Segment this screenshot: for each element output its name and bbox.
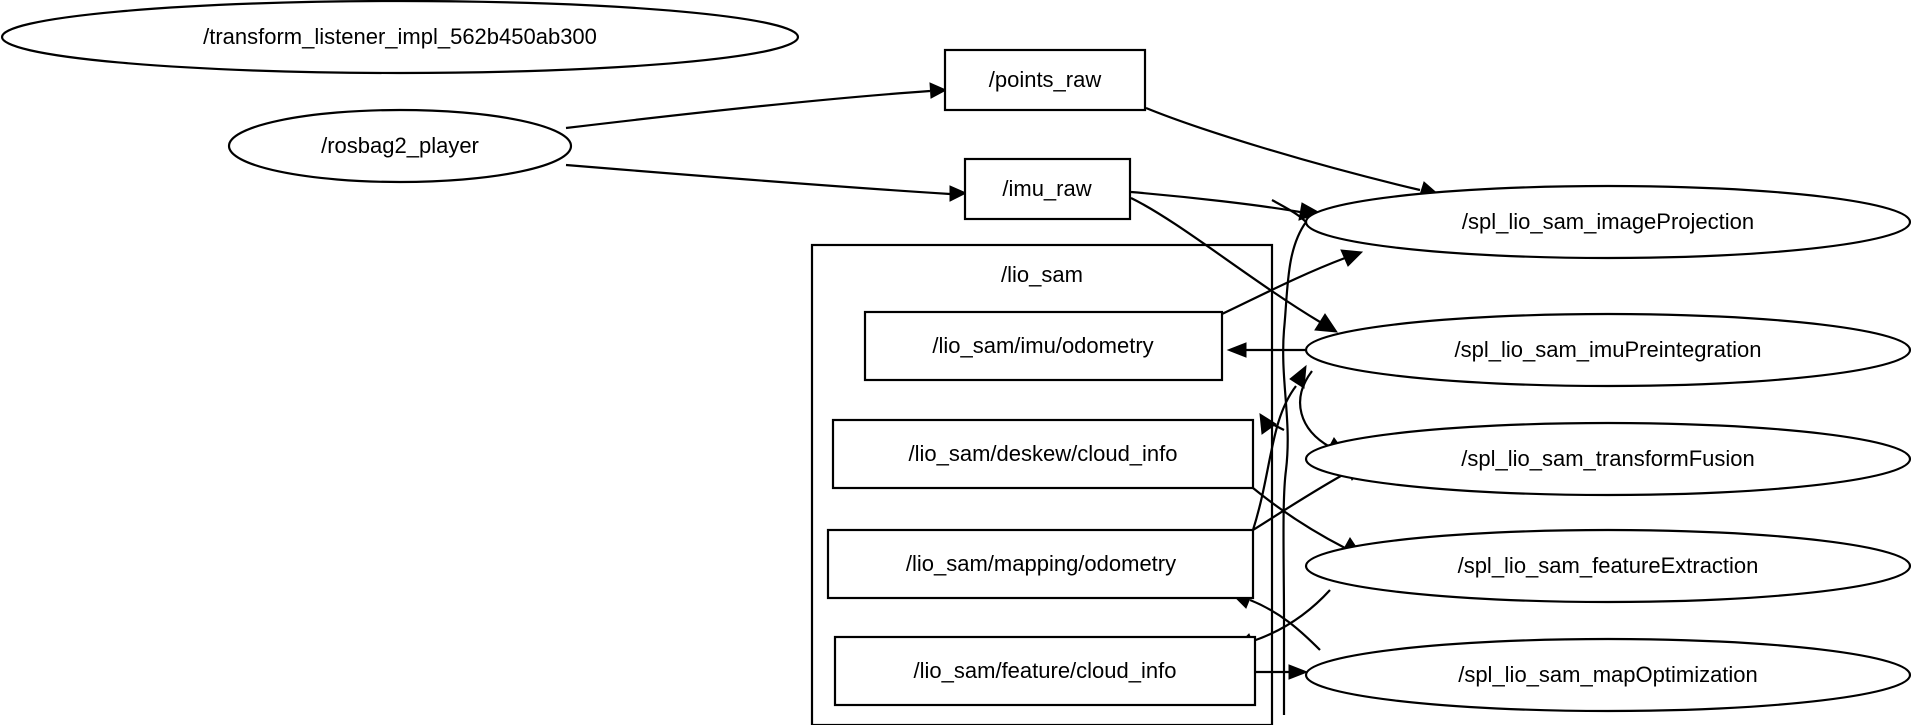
topic-lio-sam-feature-cloud-info-box[interactable]: [833, 635, 1257, 707]
node-spl-lio-sam-map-optimization[interactable]: /spl_lio_sam_mapOptimization: [1304, 637, 1911, 713]
topic-points-raw-box[interactable]: [943, 48, 1147, 112]
topic-lio-sam-deskew-cloud-info-box[interactable]: [831, 418, 1255, 490]
node-spl-lio-sam-transform-fusion[interactable]: /spl_lio_sam_transformFusion: [1304, 421, 1911, 497]
topic-lio-sam-deskew-cloud-info-label: /lio_sam/deskew/cloud_info: [908, 441, 1177, 466]
topic-lio-sam-feature-cloud-info-label: /lio_sam/feature/cloud_info: [914, 658, 1177, 683]
topic-points-raw[interactable]: /points_raw: [943, 48, 1147, 112]
edge-imu-raw-to-image-projection: [1130, 190, 1322, 221]
node-spl-lio-sam-transform-fusion-label: /spl_lio_sam_transformFusion: [1461, 446, 1754, 471]
node-spl-lio-sam-map-optimization-label: /spl_lio_sam_mapOptimization: [1458, 662, 1758, 687]
topic-lio-sam-imu-odometry-label: /lio_sam/imu/odometry: [932, 333, 1153, 358]
node-spl-lio-sam-map-optimization-ellipse[interactable]: [1304, 637, 1911, 713]
topic-lio-sam-imu-odometry[interactable]: /lio_sam/imu/odometry: [863, 310, 1224, 382]
topic-lio-sam-feature-cloud-info[interactable]: /lio_sam/feature/cloud_info: [833, 635, 1257, 707]
node-spl-lio-sam-image-projection-ellipse[interactable]: [1304, 184, 1911, 260]
topic-imu-raw[interactable]: /imu_raw: [963, 157, 1132, 221]
node-transform-listener[interactable]: /transform_listener_impl_562b450ab300: [1, 0, 799, 75]
node-spl-lio-sam-feature-extraction-ellipse[interactable]: [1304, 528, 1911, 604]
cluster-lio-sam-label: /lio_sam: [1001, 262, 1083, 287]
node-spl-lio-sam-transform-fusion-ellipse[interactable]: [1304, 421, 1911, 497]
cluster-lio-sam: /lio_sam: [810, 243, 1274, 725]
cluster-lio-sam-box: [810, 243, 1274, 725]
topic-lio-sam-imu-odometry-box[interactable]: [863, 310, 1224, 382]
topic-lio-sam-mapping-odometry-label: /lio_sam/mapping/odometry: [906, 551, 1176, 576]
topic-lio-sam-deskew-cloud-info[interactable]: /lio_sam/deskew/cloud_info: [831, 418, 1255, 490]
topic-layer: /points_raw /imu_raw /lio_sam/imu/odomet…: [826, 48, 1257, 707]
topic-imu-raw-label: /imu_raw: [1002, 176, 1091, 201]
edge-imu-odometry-to-image-projection: [1221, 249, 1364, 315]
edge-rosbag2-player-to-imu-raw: [565, 163, 968, 202]
topic-lio-sam-mapping-odometry-box[interactable]: [826, 528, 1255, 600]
edge-imu-preintegration-to-imu-odometry: [1226, 342, 1305, 358]
edge-mapping-odometry-to-imu-preintegration: [1251, 364, 1307, 531]
node-spl-lio-sam-imu-preintegration[interactable]: /spl_lio_sam_imuPreintegration: [1304, 312, 1911, 388]
node-spl-lio-sam-feature-extraction-label: /spl_lio_sam_featureExtraction: [1458, 553, 1759, 578]
node-rosbag2-player-ellipse[interactable]: [227, 108, 573, 184]
edge-feature-cloud-info-to-map-optimization: [1255, 664, 1309, 680]
edge-imu-raw-to-imu-preintegration: [1130, 197, 1338, 333]
edge-points-raw-to-image-projection: [1145, 106, 1442, 199]
topic-points-raw-label: /points_raw: [989, 67, 1102, 92]
topic-lio-sam-mapping-odometry[interactable]: /lio_sam/mapping/odometry: [826, 528, 1255, 600]
node-spl-lio-sam-feature-extraction[interactable]: /spl_lio_sam_featureExtraction: [1304, 528, 1911, 604]
node-spl-lio-sam-image-projection-label: /spl_lio_sam_imageProjection: [1462, 209, 1754, 234]
edge-rosbag2-player-to-points-raw: [565, 82, 948, 130]
edge-deskew-cloud-info-to-feature-extraction: [1252, 487, 1363, 557]
topic-imu-raw-box[interactable]: [963, 157, 1132, 221]
node-transform-listener-label: /transform_listener_impl_562b450ab300: [203, 24, 597, 49]
node-spl-lio-sam-imu-preintegration-ellipse[interactable]: [1304, 312, 1911, 388]
node-transform-listener-ellipse[interactable]: [1, 0, 799, 75]
node-rosbag2-player-label: /rosbag2_player: [321, 133, 479, 158]
node-spl-lio-sam-imu-preintegration-label: /spl_lio_sam_imuPreintegration: [1455, 337, 1762, 362]
node-spl-lio-sam-image-projection[interactable]: /spl_lio_sam_imageProjection: [1304, 184, 1911, 260]
node-rosbag2-player[interactable]: /rosbag2_player: [227, 108, 573, 184]
edge-image-projection-to-deskew-cloud-info: [1259, 199, 1307, 715]
